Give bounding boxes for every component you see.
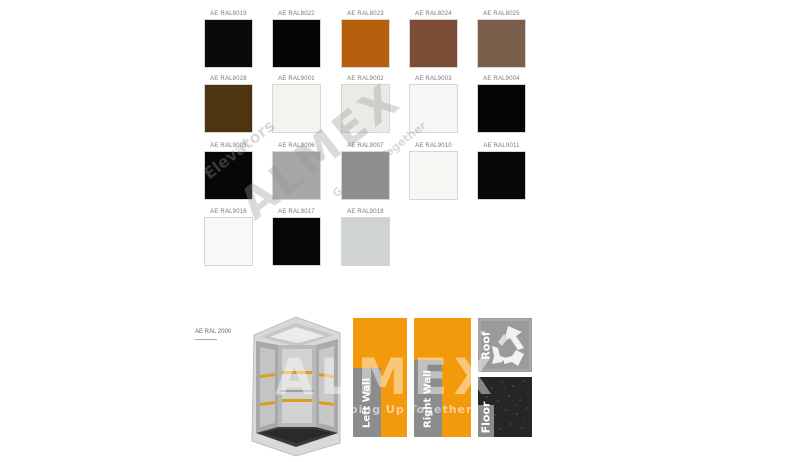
swatch-color-chip [341,19,390,68]
color-swatch: AE RAL9016 [204,207,253,266]
cabin-render [251,316,341,457]
swatch-code-label: AE RAL9005 [210,143,247,149]
swatch-code-label: AE RAL9003 [415,76,452,82]
color-swatch: AE RAL9010 [409,141,458,200]
swatch-grid: AE RAL8019 AE RAL8022 AE RAL8023 AE RAL8024… [204,9,526,266]
floor-panel: Floor [478,377,532,437]
swatch-code-label: AE RAL8024 [415,11,452,17]
right-wall-label: Right Wall [422,369,434,428]
color-swatch: AE RAL9007 [341,141,390,200]
swatch-color-chip [204,19,253,68]
color-swatch: AE RAL8025 [477,9,526,68]
right-wall-panel: Right Wall [414,318,471,437]
swatch-code-label: AE RAL8028 [210,76,247,82]
ral-code-label: AE RAL 2000 [195,329,232,335]
swatch-code-label: AE RAL9018 [347,209,384,215]
color-swatch: AE RAL9001 [272,74,321,133]
swatch-color-chip [272,151,321,200]
left-wall-panel: Left Wall [353,318,407,437]
swatch-code-label: AE RAL8023 [347,11,384,17]
cabin-composition: AE RAL 2000 [0,300,800,458]
swatch-code-label: AE RAL8022 [278,11,315,17]
color-swatch: AE RAL8028 [204,74,253,133]
swatch-code-label: AE RAL9011 [483,143,520,149]
elevator-cabin-illustration [248,315,344,457]
swatch-color-chip [409,151,458,200]
swatch-color-chip [272,217,321,266]
color-swatch: AE RAL9005 [204,141,253,200]
swatch-color-chip [272,19,321,68]
color-swatch: AE RAL9003 [409,74,458,133]
color-swatch: AE RAL8019 [204,9,253,68]
swatch-code-label: AE RAL8025 [483,11,520,17]
color-swatch: AE RAL9018 [341,207,390,266]
color-swatch: AE RAL9011 [477,141,526,200]
swatch-color-chip [341,217,390,266]
left-wall-label: Left Wall [361,377,373,428]
swatch-code-label: AE RAL9010 [415,143,452,149]
swatch-color-chip [409,19,458,68]
swatch-color-chip [204,151,253,200]
swatch-color-chip [204,217,253,266]
swatch-code-label: AE RAL9001 [278,76,315,82]
swatch-color-chip [477,84,526,133]
ral-label-underline [195,339,217,340]
color-swatch: AE RAL8022 [272,9,321,68]
swatch-color-chip [341,151,390,200]
swatch-code-label: AE RAL9007 [347,143,384,149]
swatch-code-label: AE RAL9017 [278,209,315,215]
color-swatch: AE RAL9006 [272,141,321,200]
color-swatch: AE RAL8024 [409,9,458,68]
swatch-color-chip [409,84,458,133]
left-wall-tag: Left Wall [353,368,381,437]
swatch-code-label: AE RAL9004 [483,76,520,82]
swatch-code-label: AE RAL8019 [210,11,247,17]
color-swatch: AE RAL8023 [341,9,390,68]
swatch-code-label: AE RAL9002 [347,76,384,82]
swatch-color-chip [477,19,526,68]
recycle-icon [478,318,532,372]
roof-panel: Roof [478,318,532,372]
floor-texture [478,377,532,437]
color-swatch: AE RAL9002 [341,74,390,133]
swatch-color-chip [204,84,253,133]
color-swatch: AE RAL9017 [272,207,321,266]
swatch-color-chip [272,84,321,133]
swatch-code-label: AE RAL9016 [210,209,247,215]
right-wall-tag: Right Wall [414,360,442,437]
color-swatch: AE RAL9004 [477,74,526,133]
floor-label: Floor [479,401,493,434]
swatch-code-label: AE RAL9006 [278,143,315,149]
roof-label: Roof [479,331,493,360]
swatch-color-chip [477,151,526,200]
swatch-color-chip [341,84,390,133]
